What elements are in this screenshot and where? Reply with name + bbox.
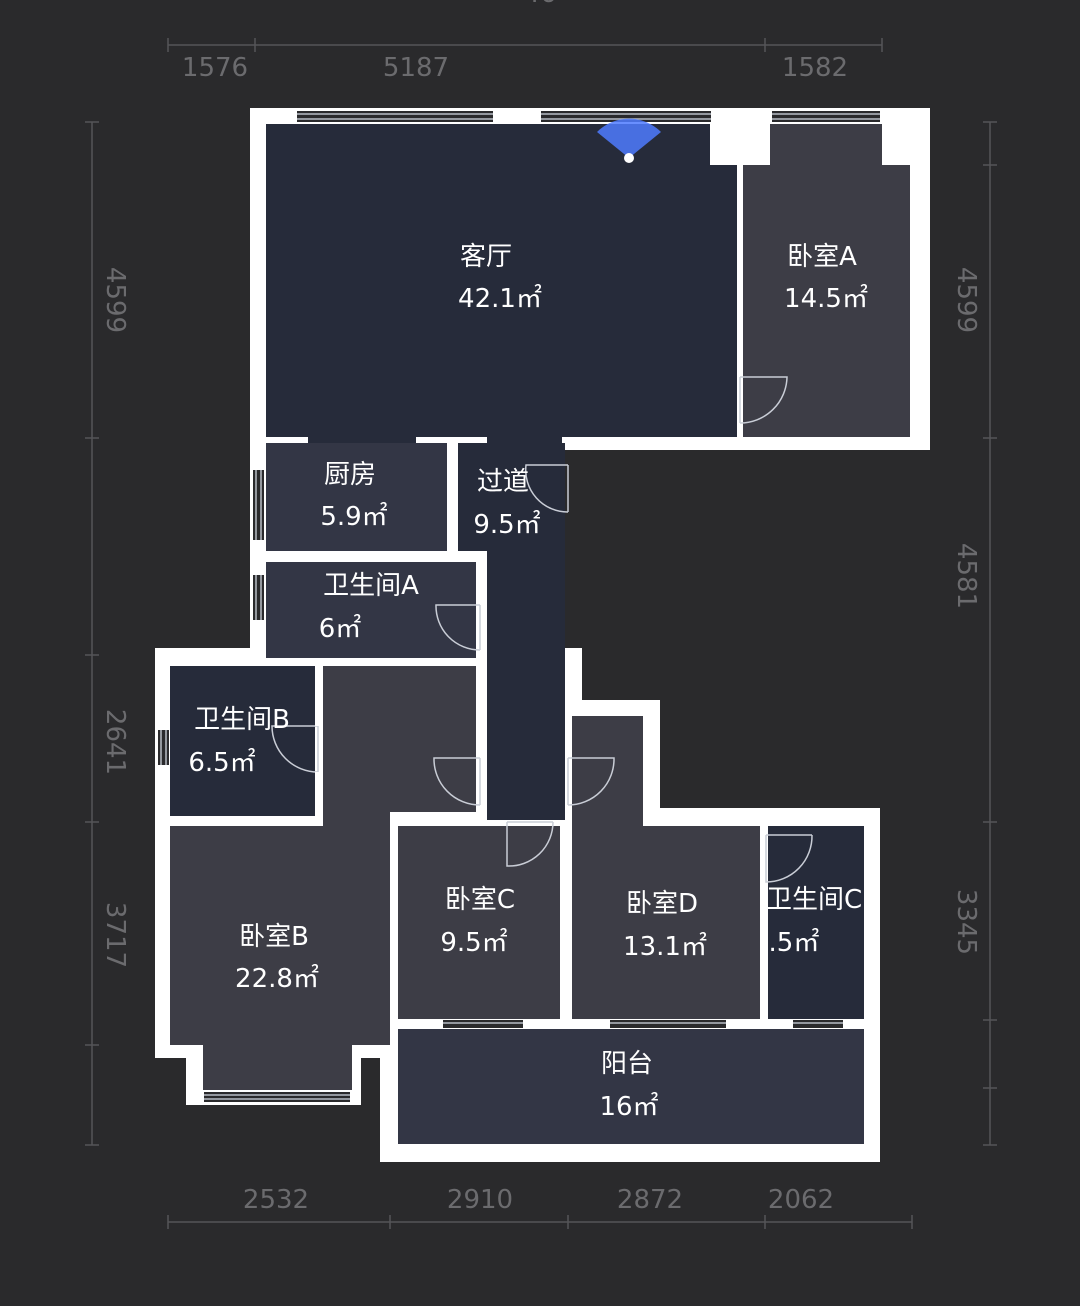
bath-b-floor (170, 666, 315, 816)
room-area-living: 42.1㎡ (458, 284, 542, 314)
room-label-corridor: 过道 (477, 467, 529, 497)
door-bedroom-b[interactable] (433, 757, 481, 806)
room-label-living: 客厅 (460, 242, 512, 272)
door-bedroom-c[interactable] (506, 821, 554, 867)
left-dimension-line (85, 121, 99, 1146)
living-room-floor (266, 124, 737, 452)
top-partial-label: 46 (523, 0, 556, 9)
dim-left-1: 4599 (100, 267, 130, 333)
top-dimension-line (167, 38, 883, 52)
door-bedroom-d[interactable] (567, 757, 615, 806)
door-bath-c[interactable] (765, 834, 813, 883)
bottom-dimension-line (167, 1215, 913, 1229)
room-area-bath-b: 6.5㎡ (188, 748, 255, 778)
dim-bottom-4: 2062 (768, 1185, 834, 1215)
bedroom-c-floor (398, 826, 560, 1019)
doors (271, 376, 813, 883)
dim-left-2: 2641 (100, 709, 130, 775)
bath-c-label-clip: 卫生间C 5.5㎡ (752, 885, 862, 958)
dim-right-3: 3345 (951, 889, 981, 955)
door-bedroom-a[interactable] (739, 376, 788, 424)
dim-bottom-2: 2910 (447, 1185, 513, 1215)
bedroom-d-floor (572, 716, 760, 1019)
door-bath-b[interactable] (271, 725, 319, 773)
room-label-bath-b: 卫生间B (194, 705, 290, 735)
dim-right-2: 4581 (951, 543, 981, 609)
dim-left-3: 3717 (100, 902, 130, 968)
room-floors (170, 124, 910, 1144)
wall-bath-b-right-lower (315, 772, 323, 826)
dim-right-1: 4599 (951, 267, 981, 333)
room-label-bedroom-c: 卧室C (445, 885, 515, 915)
windows (158, 111, 880, 1102)
room-area-kitchen: 5.9㎡ (320, 502, 387, 532)
room-label-bedroom-a: 卧室A (787, 242, 857, 272)
room-label-balcony: 阳台 (601, 1049, 653, 1079)
kitchen-floor (266, 443, 447, 551)
dim-top-3: 1582 (782, 53, 848, 83)
corridor-floor (458, 443, 565, 820)
room-label-bedroom-b: 卧室B (239, 922, 309, 952)
wall-bath-b-right (315, 666, 323, 726)
room-area-corridor: 9.5㎡ (473, 510, 540, 540)
room-label-bath-c: 卫生间C (766, 885, 862, 915)
right-dimension-line (983, 121, 997, 1146)
room-area-bedroom-b: 22.8㎡ (235, 964, 319, 994)
room-area-bath-a: 6㎡ (319, 614, 362, 644)
dim-bottom-1: 2532 (243, 1185, 309, 1215)
dim-top-2: 5187 (383, 53, 449, 83)
room-label-kitchen: 厨房 (324, 460, 376, 490)
dim-bottom-3: 2872 (617, 1185, 683, 1215)
door-corridor[interactable] (524, 464, 569, 513)
camera-viewpoint-icon[interactable] (597, 118, 661, 163)
room-label-bath-a: 卫生间A (323, 571, 419, 601)
bath-c-floor (768, 826, 864, 1019)
bedroom-a-floor (743, 124, 910, 437)
room-area-bath-c: 5.5㎡ (752, 928, 819, 958)
room-area-bedroom-c: 9.5㎡ (440, 928, 507, 958)
room-area-bedroom-d: 13.1㎡ (623, 932, 707, 962)
bedroom-b-floor (170, 666, 476, 1090)
dim-top-1: 1576 (182, 53, 248, 83)
door-bath-a[interactable] (435, 604, 481, 651)
living-opening-1 (308, 437, 416, 443)
room-area-balcony: 16㎡ (599, 1092, 658, 1122)
balcony-floor (398, 1029, 864, 1144)
wall-bath-b-bottom (170, 816, 323, 826)
room-label-bedroom-d: 卧室D (626, 889, 698, 919)
bath-a-floor (266, 562, 476, 658)
room-area-bedroom-a: 14.5㎡ (784, 284, 868, 314)
